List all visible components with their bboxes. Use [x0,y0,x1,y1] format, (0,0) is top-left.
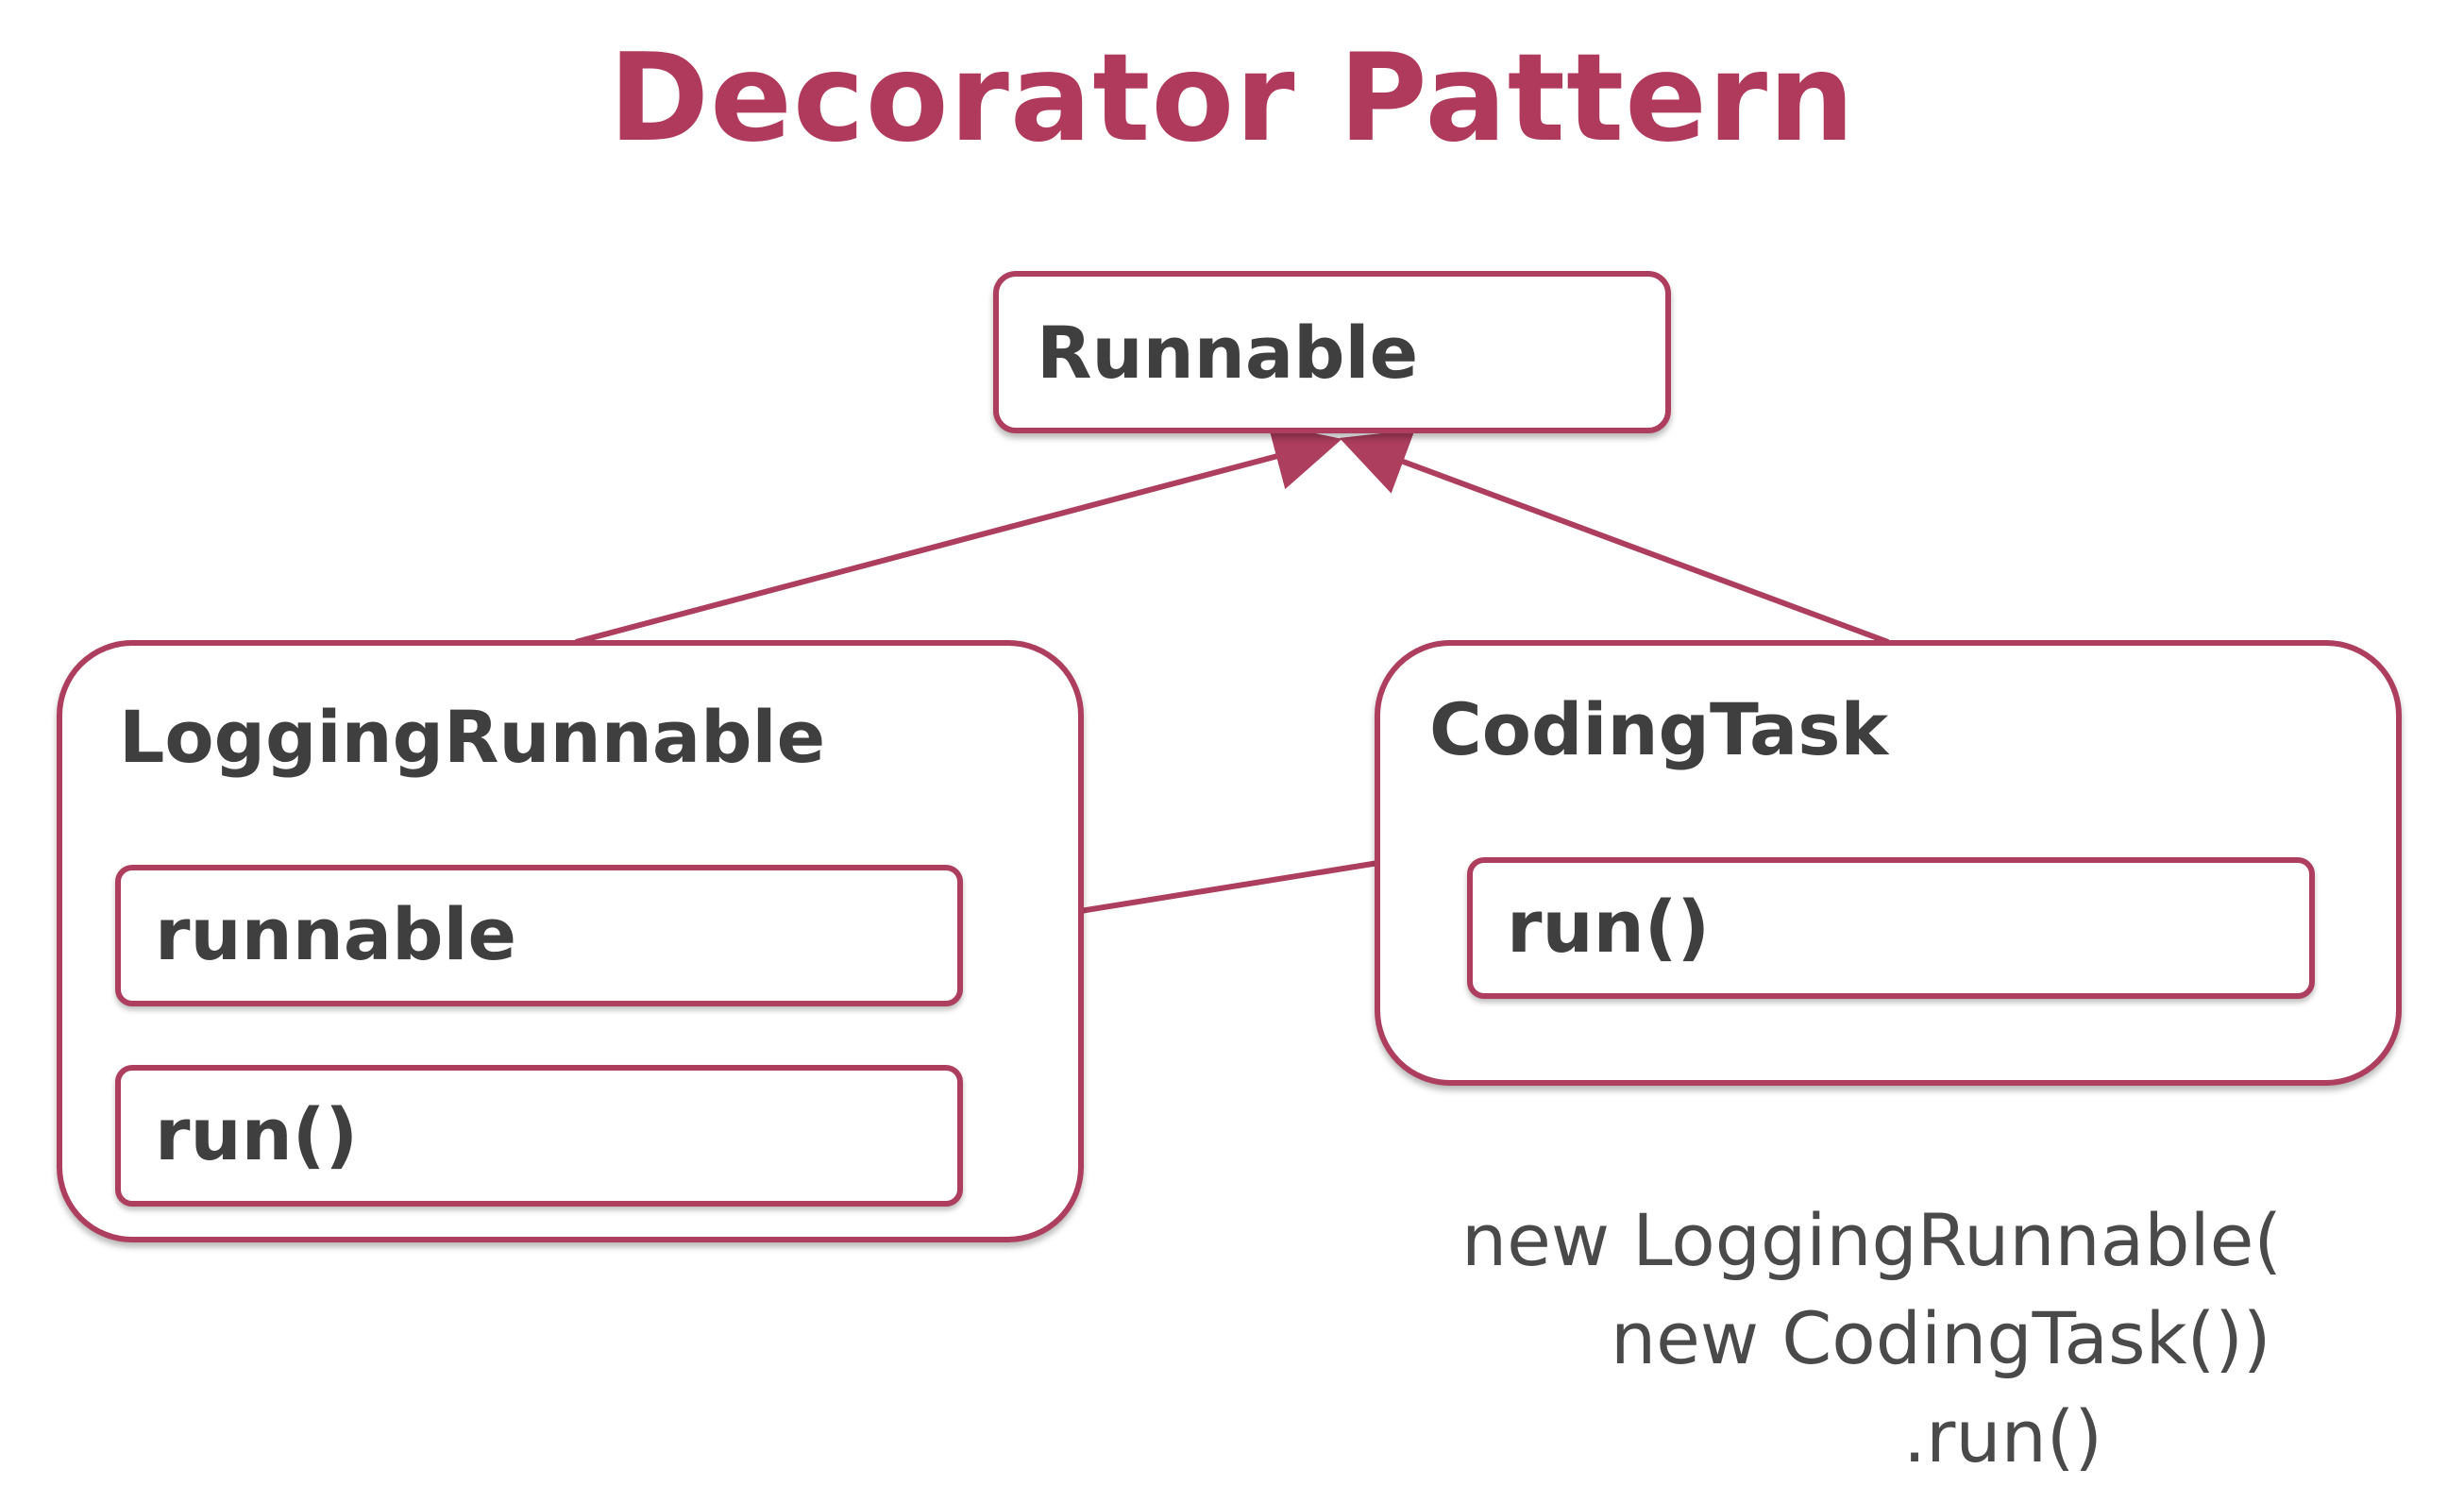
coding-task-box: CodingTask run() [1375,640,2402,1086]
logging-runnable-field-box: runnable [115,865,963,1006]
logging-runnable-box: LoggingRunnable runnable run() [57,640,1084,1242]
runnable-label: Runnable [1037,311,1419,395]
coding-task-label: CodingTask [1429,687,1889,771]
coding-run-method-box: run() [1467,857,2315,999]
runnable-field-label: runnable [155,892,517,976]
diagram-title: Decorator Pattern [608,28,1856,169]
code-line-3: .run() [1903,1394,2103,1478]
code-line-2: new CodingTask()) [1611,1296,2271,1380]
coding-to-runnable-arrow [1339,430,1890,645]
logging-run-method-label: run() [155,1092,359,1176]
code-line-1: new LoggingRunnable( [1461,1198,2282,1282]
runnable-interface-box: Runnable [993,271,1671,433]
coding-run-method-label: run() [1507,885,1711,969]
logging-to-runnable-arrow [575,423,1342,645]
logging-run-method-box: run() [115,1065,963,1207]
logging-runnable-label: LoggingRunnable [119,695,826,779]
